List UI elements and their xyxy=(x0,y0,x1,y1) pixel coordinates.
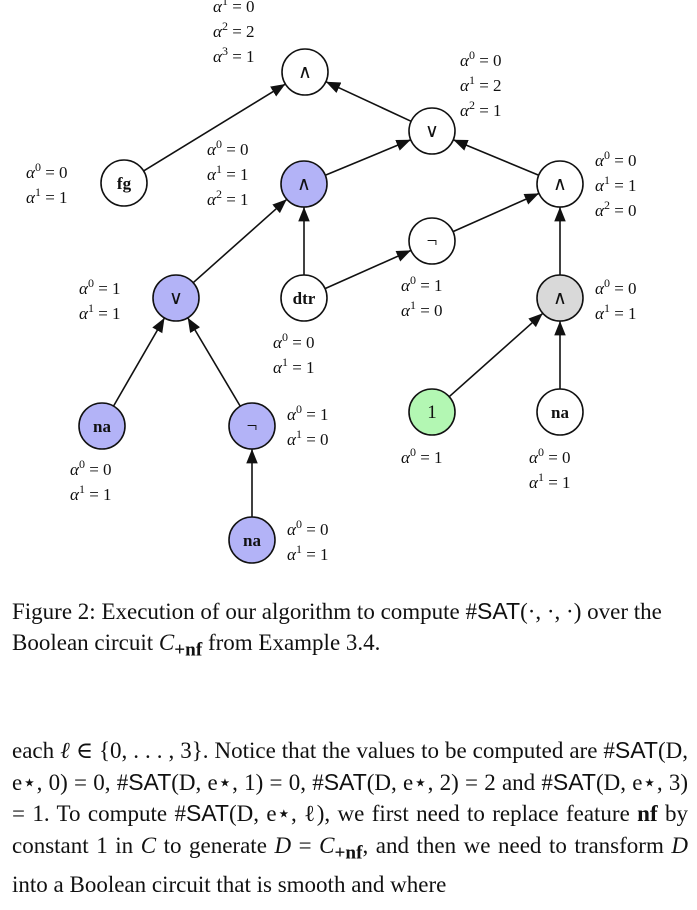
annotation-na-bottom-1: α1 = 1 xyxy=(287,542,329,564)
body-paragraph: each ℓ ∈ {0, . . . , 3}. Notice that the… xyxy=(12,737,688,897)
annotation-dtr-0: α0 = 0 xyxy=(273,330,315,352)
annotation-or-blue-0: α0 = 1 xyxy=(79,276,121,298)
edge-not-mid-to-and-right xyxy=(452,192,540,233)
node-label: ∧ xyxy=(553,288,567,309)
node-one: 1 xyxy=(408,388,456,436)
annotation-fg-1: α1 = 1 xyxy=(26,185,68,207)
circuit-figure: ∧ ∨ fg ∧ ∧ ¬ ∨ dtr ∧ na ¬ 1 na na α1 = 0 α2 = 2 α3 = 1 α… xyxy=(26,0,637,564)
node-dtr: dtr xyxy=(280,274,328,322)
annotation-or-mid-1: α1 = 2 xyxy=(460,73,502,95)
node-label: na xyxy=(551,403,569,422)
annotation-and-right-0: α0 = 0 xyxy=(595,148,637,170)
node-label: ¬ xyxy=(427,231,438,252)
annotation-na-right-1: α1 = 1 xyxy=(529,470,571,492)
node-label: fg xyxy=(117,174,132,193)
edge-not-blue-to-or-blue xyxy=(187,317,241,407)
node-label: ∧ xyxy=(297,174,311,195)
annotation-or-mid-0: α0 = 0 xyxy=(460,48,502,70)
edge-one-to-and-gray xyxy=(448,312,544,398)
annotation-na-left-0: α0 = 0 xyxy=(70,457,112,479)
edge-or-mid-to-top-and xyxy=(325,80,412,123)
annotation-not-mid-1: α1 = 0 xyxy=(401,298,443,320)
annotation-not-blue-0: α0 = 1 xyxy=(287,402,329,424)
edge-and-blue-to-or-mid xyxy=(324,139,412,176)
edge-or-blue-to-and-blue xyxy=(192,198,288,284)
node-label: na xyxy=(93,417,111,436)
annotation-top-and-2: α3 = 1 xyxy=(213,44,255,66)
annotation-not-blue-1: α1 = 0 xyxy=(287,427,329,449)
annotation-and-right-2: α2 = 0 xyxy=(595,198,637,220)
annotation-dtr-1: α1 = 1 xyxy=(273,355,315,377)
node-label: ∧ xyxy=(553,174,567,195)
node-not-blue: ¬ xyxy=(228,402,276,450)
node-label: ∨ xyxy=(425,121,439,142)
node-and-right: ∧ xyxy=(536,160,584,208)
node-label: ¬ xyxy=(247,416,258,437)
annotation-na-left-1: α1 = 1 xyxy=(70,482,112,504)
edge-fg-to-top-and xyxy=(143,83,286,172)
annotation-not-mid-0: α0 = 1 xyxy=(401,273,443,295)
node-not-mid: ¬ xyxy=(408,217,456,265)
annotation-and-right-1: α1 = 1 xyxy=(595,173,637,195)
annotation-one-0: α0 = 1 xyxy=(401,445,443,467)
annotation-or-mid-2: α2 = 1 xyxy=(460,98,502,120)
annotation-and-blue-0: α0 = 0 xyxy=(207,137,249,159)
node-na-right: na xyxy=(536,388,584,436)
node-na-bottom: na xyxy=(228,516,276,564)
node-label: 1 xyxy=(427,402,437,423)
edge-dtr-to-not-mid xyxy=(324,249,412,290)
node-or-blue: ∨ xyxy=(152,274,200,322)
node-or-mid: ∨ xyxy=(408,107,456,155)
annotation-na-right-0: α0 = 0 xyxy=(529,445,571,467)
annotation-and-blue-1: α1 = 1 xyxy=(207,162,249,184)
node-na-left: na xyxy=(78,402,126,450)
figure-caption: Figure 2: Execution of our algorithm to … xyxy=(12,598,662,661)
annotation-and-gray-1: α1 = 1 xyxy=(595,301,637,323)
annotation-fg-0: α0 = 0 xyxy=(26,160,68,182)
node-fg: fg xyxy=(100,159,148,207)
edge-na-left-to-or-blue xyxy=(112,317,166,407)
node-and-gray: ∧ xyxy=(536,274,584,322)
annotation-and-blue-2: α2 = 1 xyxy=(207,187,249,209)
node-label: ∨ xyxy=(169,288,183,309)
node-label: na xyxy=(243,531,261,550)
node-top-and: ∧ xyxy=(281,48,329,96)
annotation-top-and-1: α2 = 2 xyxy=(213,19,255,41)
annotation-top-and-0: α1 = 0 xyxy=(213,0,255,16)
edge-and-right-to-or-mid xyxy=(452,139,540,176)
annotation-or-blue-1: α1 = 1 xyxy=(79,301,121,323)
node-and-blue: ∧ xyxy=(280,160,328,208)
node-label: ∧ xyxy=(298,62,312,83)
node-label: dtr xyxy=(293,289,316,308)
annotation-na-bottom-0: α0 = 0 xyxy=(287,517,329,539)
annotation-and-gray-0: α0 = 0 xyxy=(595,276,637,298)
